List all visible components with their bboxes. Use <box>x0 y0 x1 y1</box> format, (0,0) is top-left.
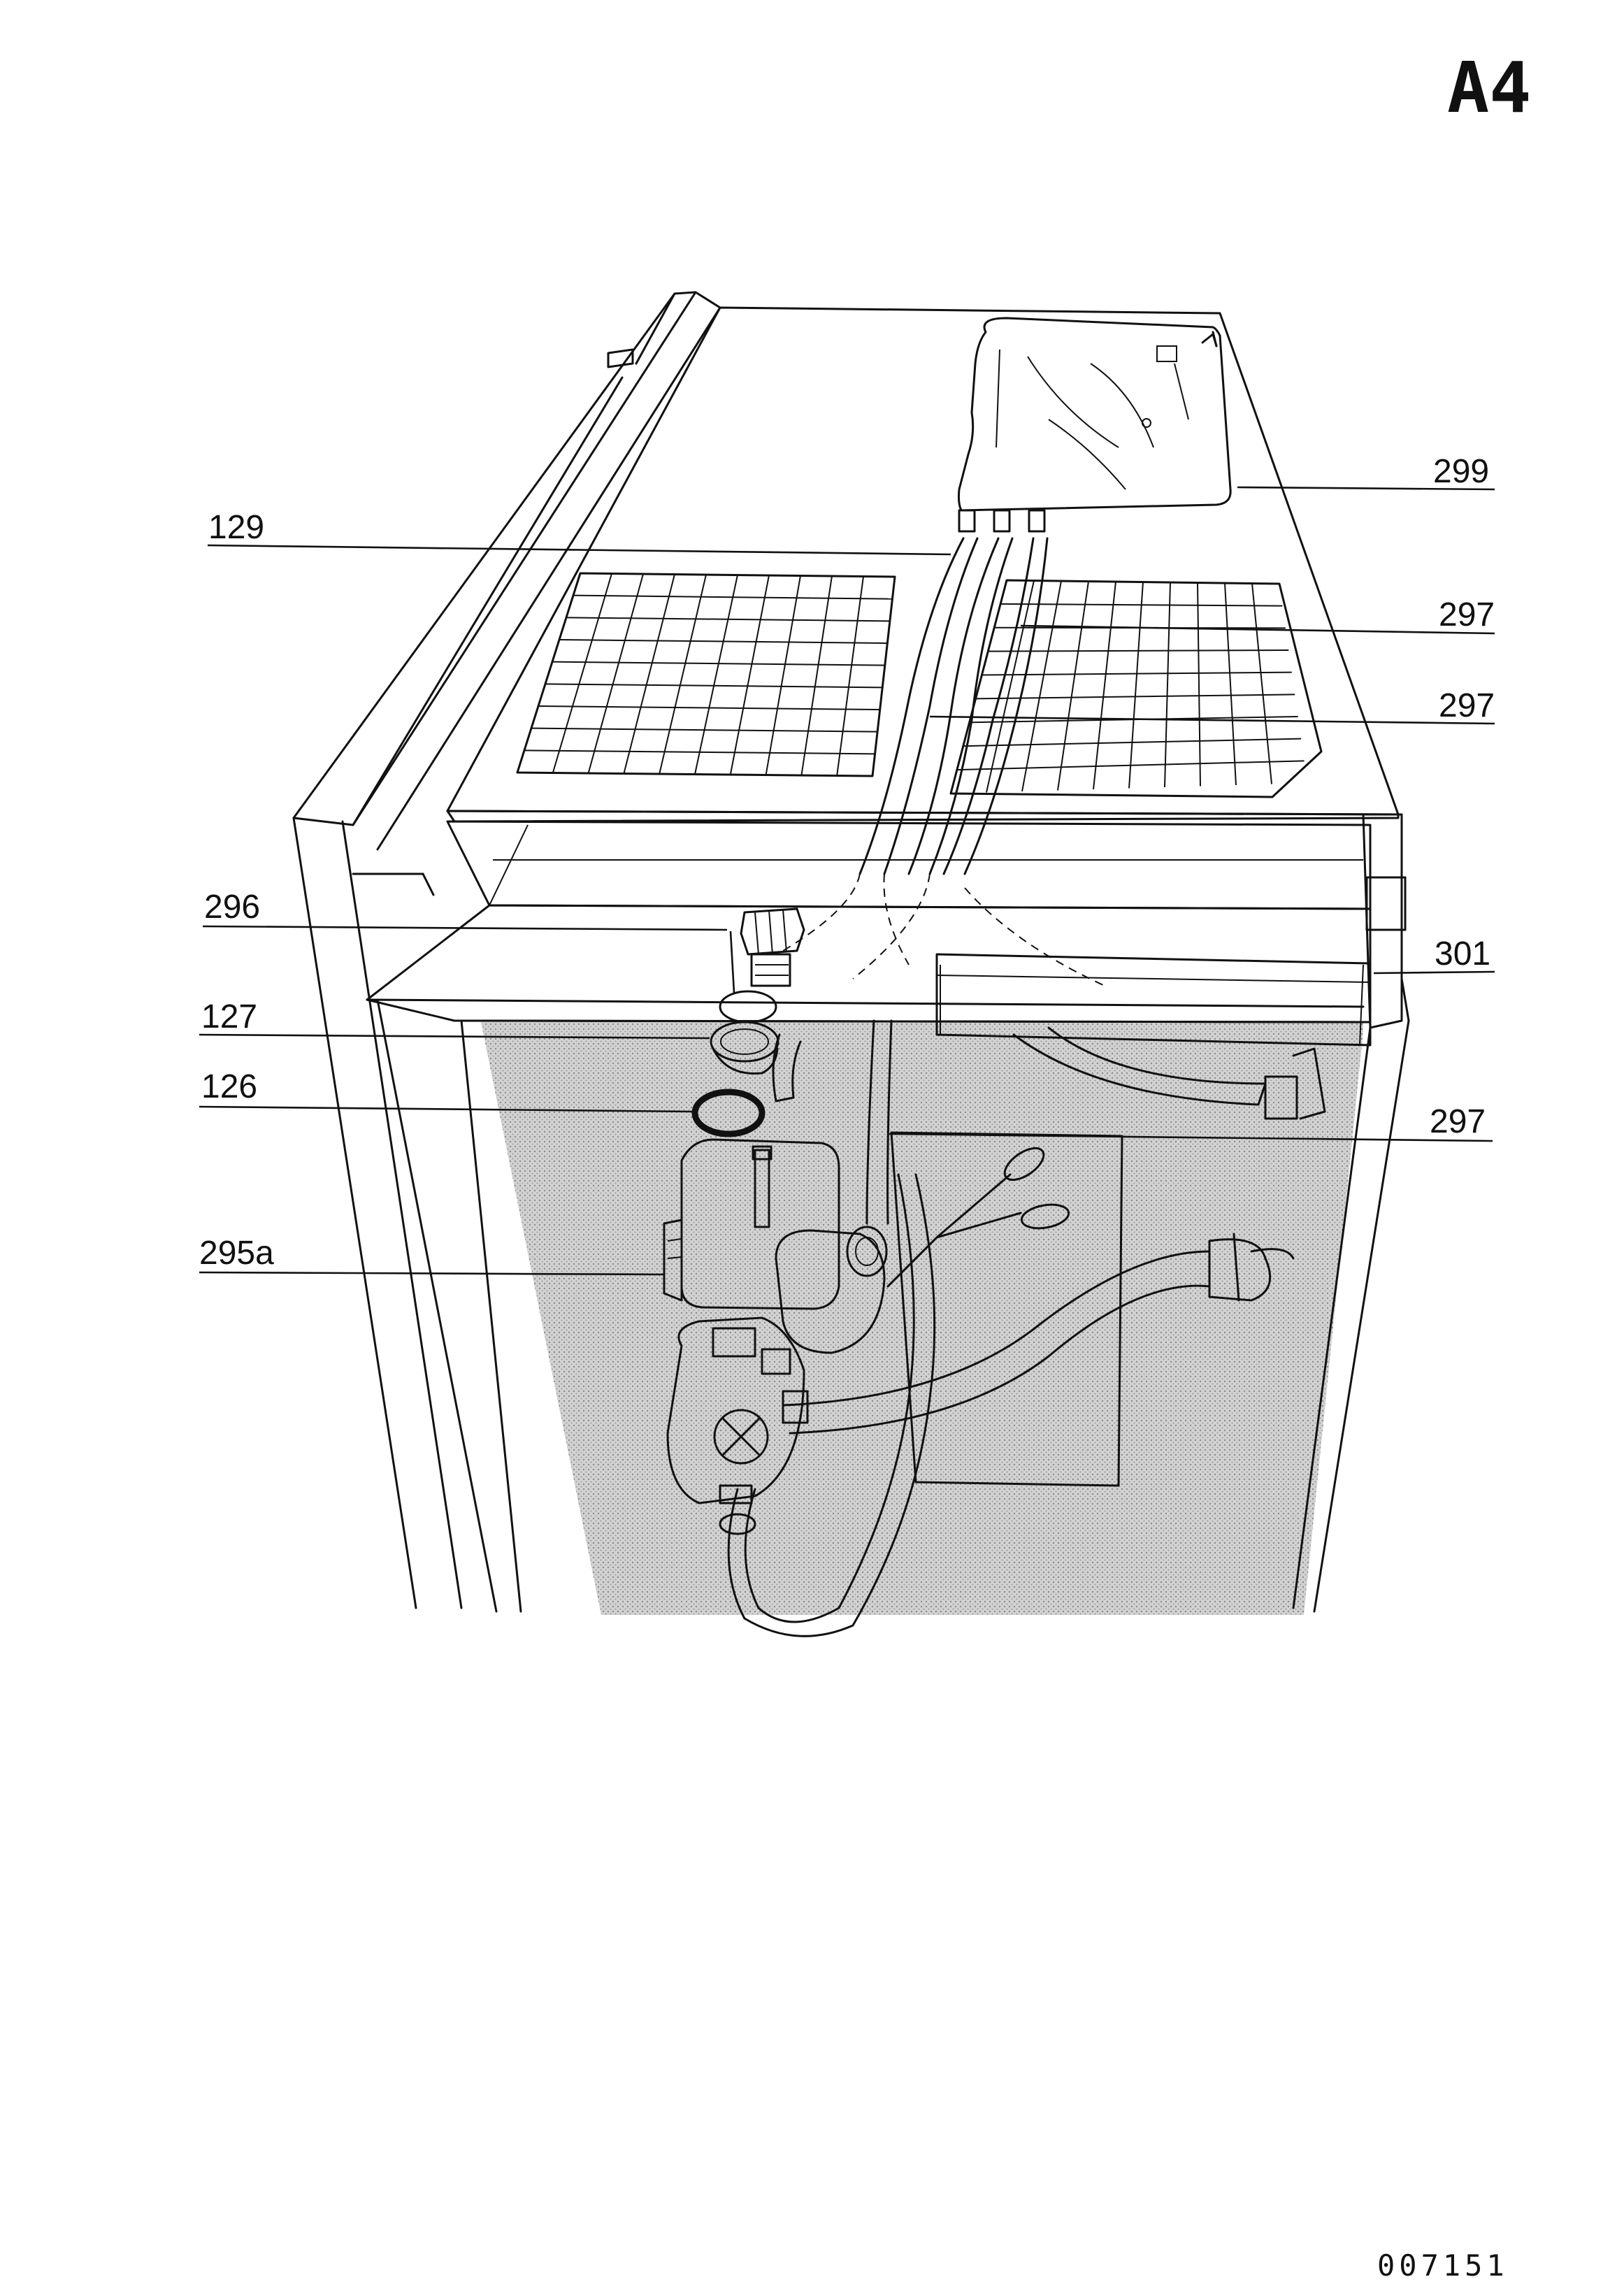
appliance-cabinet <box>292 291 1410 1615</box>
guide-rail-301 <box>935 953 1372 1047</box>
callout-127: 127 <box>201 998 257 1035</box>
hose-bundle <box>727 537 1326 1637</box>
callout-129: 129 <box>208 509 264 546</box>
grid-filter-left <box>516 572 896 777</box>
o-ring-126 <box>691 1089 766 1137</box>
leader-lines <box>199 486 1495 1276</box>
callout-126: 126 <box>201 1068 257 1105</box>
callout-301: 301 <box>1435 935 1490 972</box>
callout-labels: 129 299 297 297 296 301 127 126 297 295a <box>199 453 1495 1272</box>
hose-clamp-pliers <box>886 1147 1070 1288</box>
spray-nozzle-296 <box>740 907 805 987</box>
water-tray <box>957 317 1232 533</box>
sheet-id: A4 <box>1447 47 1531 129</box>
callout-299: 299 <box>1433 453 1489 490</box>
callout-295a: 295a <box>199 1235 274 1272</box>
callout-296: 296 <box>204 889 260 926</box>
callout-297-top: 297 <box>1439 596 1495 633</box>
seal-ring-127 <box>710 990 779 1075</box>
pump-assembly-295a <box>663 1138 888 1535</box>
callout-297-lower: 297 <box>1430 1103 1486 1140</box>
drawing-number: 007151 <box>1377 2248 1509 2283</box>
grid-filter-right <box>949 579 1323 798</box>
callout-297-middle: 297 <box>1439 687 1495 724</box>
